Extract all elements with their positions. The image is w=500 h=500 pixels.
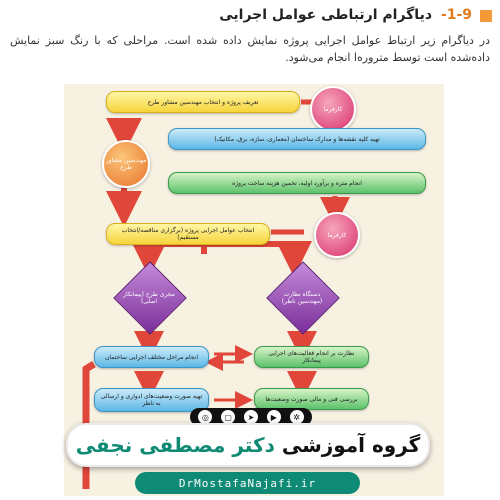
step-review: بررسی فنی و مالی صورت وضعیت‌ها: [254, 388, 369, 410]
decision-label-left: مجری طرح (پیمانکار اصلی): [123, 291, 175, 305]
website-url[interactable]: DrMostafaNajafi.ir: [135, 472, 360, 494]
web-icon[interactable]: ◎: [198, 410, 213, 424]
youtube-icon[interactable]: ▶: [266, 410, 281, 424]
intro-paragraph: در دیاگرام زیر ارتباط عوامل اجرایی پروژه…: [10, 34, 490, 64]
step-define-project: تعریف پروژه و انتخاب مهندسین مشاور طرح: [106, 91, 300, 113]
section-heading: 1-9- دیاگرام ارتباطی عوامل اجرایی: [219, 7, 472, 23]
step-supervise: نظارت بر انجام فعالیت‌های اجرایی پیمانکا…: [254, 346, 369, 368]
client-circle-bottom: کارفرما: [314, 212, 360, 258]
social-icon-bar: ◎ ▢ ➤ ▶ ✲: [190, 408, 312, 426]
step-execute: انجام مراحل مختلف اجرایی ساختمان: [94, 346, 209, 368]
arrow: [131, 241, 207, 277]
consultant-circle: مهندسین مشاور طرح: [102, 140, 150, 188]
section-title: دیاگرام ارتباطی عوامل اجرایی: [219, 7, 433, 23]
banner-title-part2: دکتر مصطفی نجفی: [75, 433, 275, 457]
step-select-agents: انتخاب عوامل اجرایی پروژه (برگزاری مناقص…: [106, 223, 270, 245]
section-number: 1-9-: [440, 7, 472, 23]
step-invoices: تهیه صورت وضعیت‌های ادواری و ارسالی به ن…: [94, 388, 209, 412]
decision-label-right: دستگاه نظارت (مهندسین ناظر): [281, 291, 323, 305]
arrow: [201, 241, 312, 277]
client-circle-top: کارفرما: [310, 86, 356, 132]
section-marker: [480, 10, 492, 22]
telegram-icon[interactable]: ➤: [243, 410, 258, 424]
banner-title: گروه آموزشی دکتر مصطفی نجفی: [68, 433, 428, 457]
banner-title-part1: گروه آموزشی: [274, 433, 421, 457]
aparat-icon[interactable]: ✲: [289, 410, 304, 424]
instagram-icon[interactable]: ▢: [221, 410, 236, 424]
step-drawings: تهیه کلیه نقشه‌ها و مدارک ساختمان (معمار…: [168, 128, 426, 150]
brand-banner: گروه آموزشی دکتر مصطفی نجفی: [66, 423, 430, 467]
step-estimate: انجام متره و برآورد اولیه، تخمین هزینه س…: [168, 172, 426, 194]
